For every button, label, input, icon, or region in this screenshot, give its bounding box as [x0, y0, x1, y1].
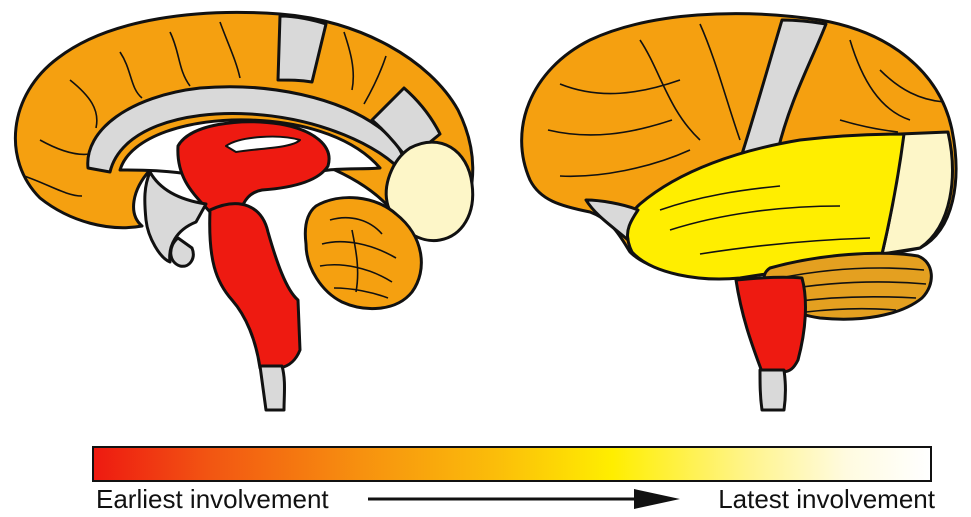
medial-spinal-cord: [260, 366, 285, 410]
medial-thalamus: [178, 122, 329, 212]
legend-start-label: Earliest involvement: [96, 484, 329, 514]
medial-brainstem: [210, 204, 300, 368]
involvement-gradient-bar: [92, 446, 932, 482]
lateral-brainstem: [736, 277, 805, 372]
brain-lateral-view-icon: [522, 14, 956, 410]
brain-medial-section-icon: [15, 12, 472, 410]
medial-pituitary: [171, 238, 194, 266]
lateral-spinal-cord: [760, 370, 786, 410]
arrow-right-icon: [368, 489, 680, 509]
legend-end-label: Latest involvement: [718, 484, 935, 514]
